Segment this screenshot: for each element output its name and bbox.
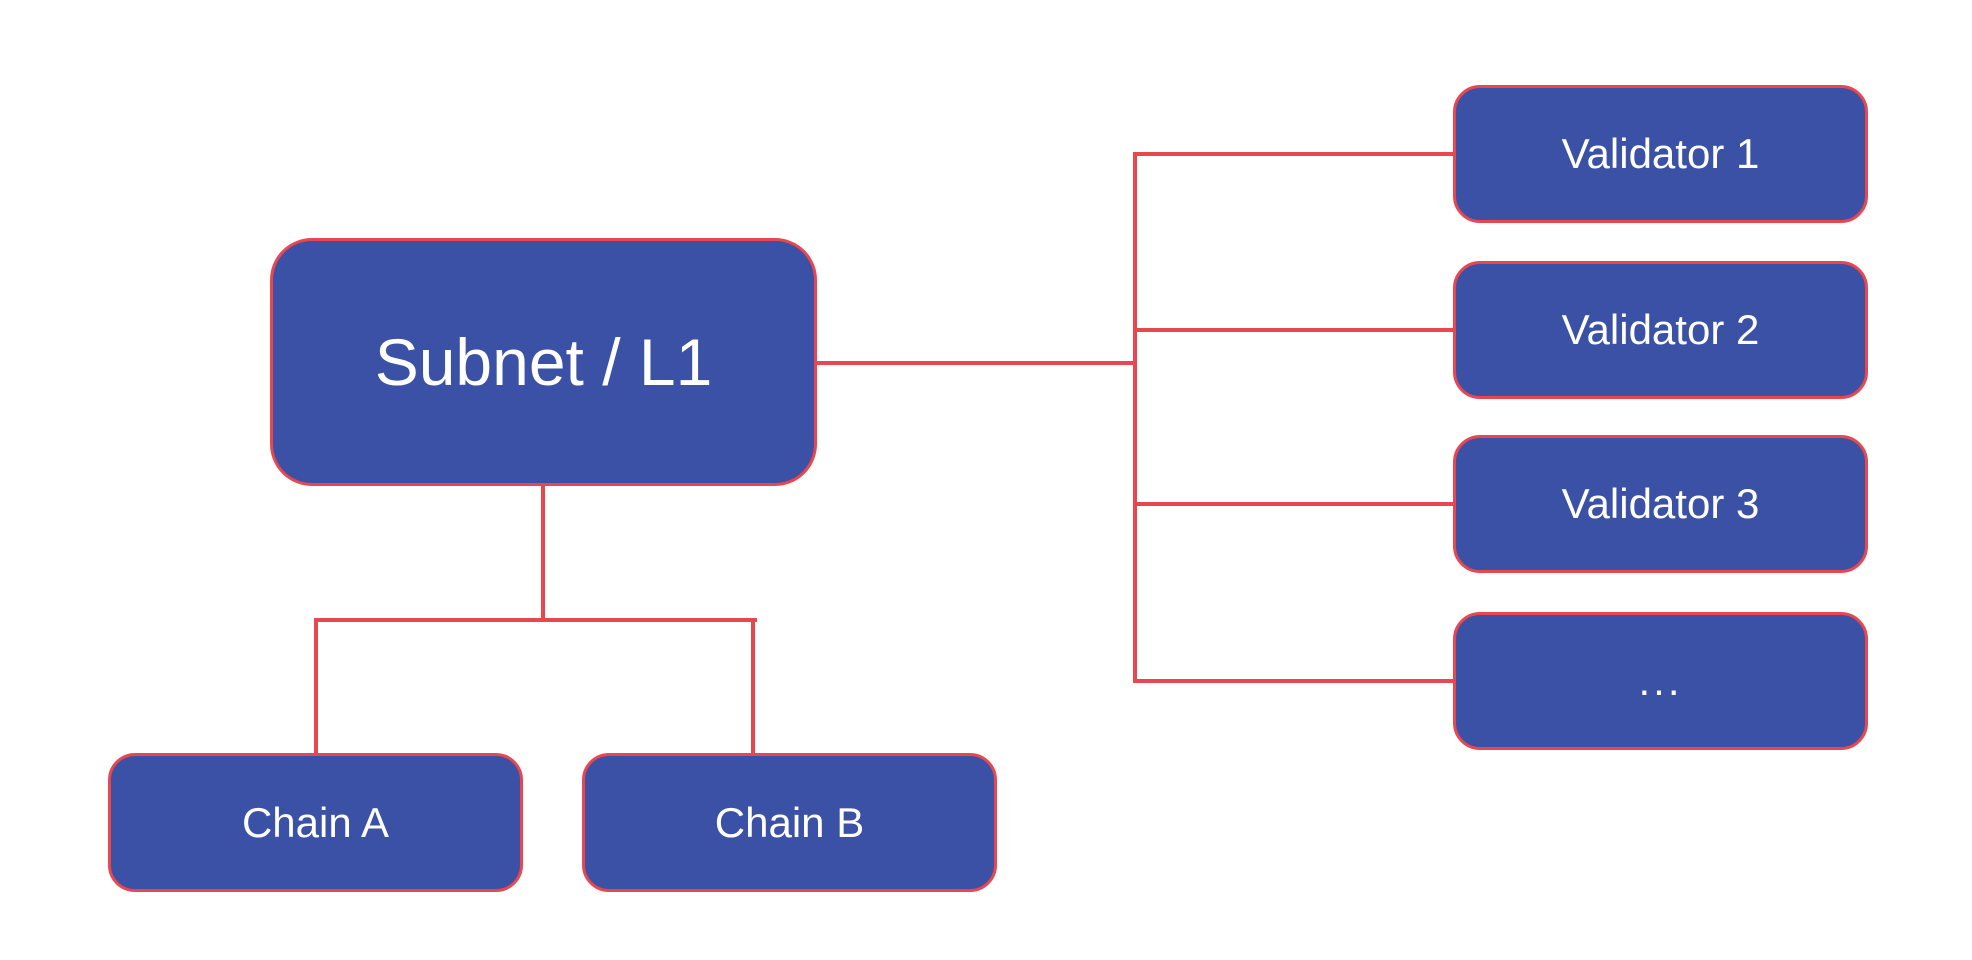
node-validator-2: Validator 2 (1453, 261, 1868, 399)
connector-chain-crossbar (314, 618, 757, 622)
node-validator-more: ... (1453, 612, 1868, 750)
node-subnet-l1-label: Subnet / L1 (374, 325, 713, 399)
connector-root-to-trunk (815, 361, 1135, 365)
connector-root-stem (541, 486, 545, 622)
connector-validator-trunk (1133, 152, 1137, 683)
node-chain-b-label: Chain B (714, 798, 865, 846)
node-validator-1: Validator 1 (1453, 85, 1868, 223)
connector-drop-chain-b (751, 620, 755, 755)
node-chain-a-label: Chain A (241, 798, 390, 846)
node-validator-1-label: Validator 1 (1561, 130, 1760, 177)
connector-branch-validator-1 (1135, 152, 1455, 156)
connector-drop-chain-a (314, 620, 318, 755)
node-validator-more-label: ... (1638, 657, 1683, 704)
connector-branch-validator-more (1135, 679, 1455, 683)
node-chain-a: Chain A (108, 753, 523, 892)
node-subnet-l1: Subnet / L1 (270, 238, 817, 486)
connector-branch-validator-3 (1135, 502, 1455, 506)
node-validator-3: Validator 3 (1453, 435, 1868, 573)
connector-branch-validator-2 (1135, 328, 1455, 332)
node-chain-b: Chain B (582, 753, 997, 892)
node-validator-2-label: Validator 2 (1561, 306, 1760, 353)
node-validator-3-label: Validator 3 (1561, 480, 1760, 527)
